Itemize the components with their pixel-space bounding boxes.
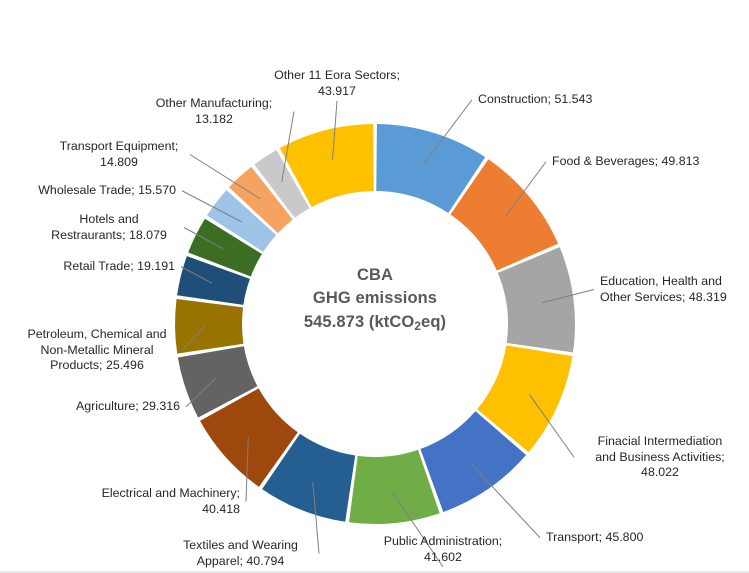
doughnut-slice[interactable]	[177, 256, 250, 305]
doughnut-slice[interactable]	[279, 124, 374, 208]
slice-data-label: Retail Trade; 19.191	[63, 259, 175, 273]
doughnut-slice[interactable]	[262, 433, 356, 522]
center-line-1: CBA	[356, 266, 394, 284]
slice-data-label: Transport; 45.800	[546, 530, 644, 544]
slice-data-label: Textiles and Wearing Apparel; 40.794	[183, 538, 298, 568]
slice-data-label: Other 11 Eora Sectors; 43.917	[274, 68, 400, 98]
doughnut-slice[interactable]	[254, 149, 310, 218]
slice-data-label: Food & Beverages; 49.813	[552, 154, 700, 168]
leader-line	[180, 266, 213, 284]
doughnut-slice[interactable]	[175, 299, 244, 354]
leader-line	[391, 490, 444, 568]
leader-line	[505, 161, 547, 217]
slice-data-label: Agriculture; 29.316	[75, 399, 180, 413]
center-total-label: CBA GHG emissions 545.873 (ktCO2eq)	[275, 264, 475, 334]
center-unit-subscript: 2	[414, 319, 422, 334]
leader-line	[245, 437, 249, 502]
leader-line	[189, 154, 261, 200]
slice-data-label: Finacial Intermediation and Business Act…	[595, 434, 725, 479]
slice-data-label: Public Administration; 41.602	[383, 534, 503, 564]
slice-data-label: Hotels and Restraurants; 18.079	[51, 212, 167, 242]
center-unit-prefix: (ktCO	[364, 312, 415, 331]
leader-line	[529, 394, 575, 458]
slice-data-label: Wholesale Trade; 15.570	[38, 183, 176, 197]
doughnut-slice[interactable]	[450, 159, 559, 271]
leader-line	[423, 99, 473, 164]
leader-line	[183, 227, 224, 250]
slice-data-label: Other Manufacturing; 13.182	[155, 96, 273, 126]
doughnut-slice[interactable]	[477, 345, 573, 453]
doughnut-slice[interactable]	[177, 346, 258, 418]
slice-data-label: Electrical and Machinery; 40.418	[101, 486, 240, 516]
doughnut-slice[interactable]	[420, 411, 527, 512]
doughnut-slice[interactable]	[497, 247, 575, 353]
leader-line	[181, 190, 242, 223]
leader-line	[312, 482, 320, 554]
slice-data-label: Education, Health and Other Services; 48…	[600, 274, 727, 304]
leader-line	[470, 463, 541, 539]
leader-line	[281, 111, 295, 183]
center-line-3: 545.873 (ktCO2eq)	[275, 311, 475, 334]
doughnut-slice[interactable]	[229, 166, 293, 234]
leader-line-group	[180, 99, 595, 568]
center-line-2: GHG emissions	[312, 289, 438, 308]
slice-data-label: Construction; 51.543	[478, 92, 593, 106]
center-unit-suffix: eq)	[421, 312, 447, 331]
slice-data-label: Petroleum, Chemical and Non-Metallic Min…	[27, 327, 167, 372]
doughnut-slice[interactable]	[200, 388, 298, 487]
leader-line	[541, 289, 595, 304]
doughnut-slice[interactable]	[348, 449, 440, 524]
doughnut-slice[interactable]	[188, 218, 262, 277]
slice-data-label: Transport Equipment; 14.809	[59, 139, 179, 169]
leader-line	[332, 100, 338, 160]
doughnut-slice-group	[175, 124, 575, 524]
leader-line	[185, 377, 217, 408]
doughnut-slice[interactable]	[376, 124, 486, 214]
center-total-value: 545.873	[303, 312, 365, 331]
doughnut-slice[interactable]	[206, 190, 277, 252]
leader-line	[181, 325, 206, 351]
